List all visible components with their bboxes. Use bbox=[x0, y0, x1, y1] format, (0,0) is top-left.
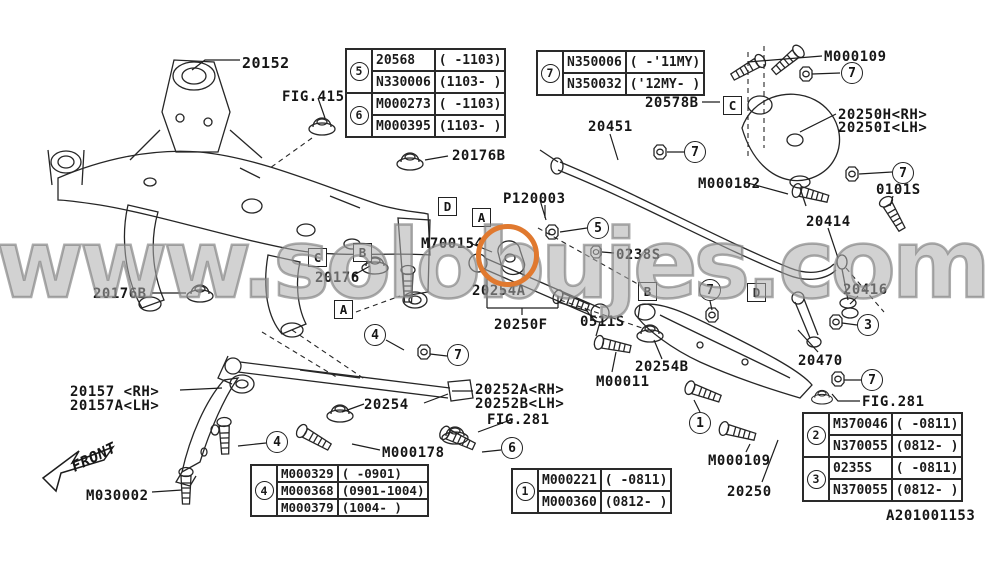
part-label-0511s: 0511S bbox=[580, 314, 625, 330]
callout-6: 6 bbox=[349, 105, 369, 125]
part-label-20252a: 20252A<RH> bbox=[475, 382, 565, 398]
date-range-cell: ( -'11MY) bbox=[624, 50, 706, 74]
part-label-20176: 20176 bbox=[315, 270, 360, 286]
part-label-p120003: P120003 bbox=[503, 191, 566, 207]
part-label-m000182: M000182 bbox=[698, 176, 761, 192]
callout-2: 2 bbox=[806, 425, 826, 445]
part-number-cell: M000221 bbox=[537, 468, 602, 492]
part-label-20157a: 20157A<LH> bbox=[70, 398, 160, 414]
date-range-cell: (1004- ) bbox=[336, 498, 430, 517]
ref-box-D: D bbox=[747, 283, 766, 302]
part-label-m000109-top: M000109 bbox=[824, 49, 887, 65]
part-label-20254a: 20254A bbox=[472, 283, 526, 299]
part-number-cell: M000368 bbox=[276, 481, 339, 500]
callout-7: 7 bbox=[684, 141, 706, 163]
date-range-cell: ( -1103) bbox=[433, 48, 507, 72]
part-label-20250i: 20250I<LH> bbox=[838, 120, 928, 136]
part-label-20470: 20470 bbox=[798, 353, 843, 369]
callout-5: 5 bbox=[587, 217, 609, 239]
part-label-0101s: 0101S bbox=[876, 182, 921, 198]
callout-4: 4 bbox=[254, 481, 274, 500]
parts-table-1: 1 M000221 ( -0811) M000360 (0812- ) bbox=[511, 468, 673, 514]
ref-box-A: A bbox=[472, 208, 491, 227]
callout-1: 1 bbox=[515, 481, 535, 501]
figure-ref-281-right: FIG.281 bbox=[862, 394, 925, 410]
part-label-20451: 20451 bbox=[588, 119, 633, 135]
part-label-20152: 20152 bbox=[242, 54, 290, 72]
parts-table-7: 7 N350006 ( -'11MY) N350032 ('12MY- ) bbox=[536, 50, 706, 96]
ref-box-B: B bbox=[353, 243, 372, 262]
part-label-20250h: 20250H<RH> bbox=[838, 107, 928, 123]
part-number-cell: M000329 bbox=[276, 464, 339, 483]
ref-box-A: A bbox=[334, 300, 353, 319]
callout-7: 7 bbox=[699, 279, 721, 301]
part-label-0238s: 0238S bbox=[616, 247, 661, 263]
date-range-cell: ( -0901) bbox=[336, 464, 430, 483]
parts-table-5-6: 5 20568 ( -1103) N330006 (1103- ) 6 M000… bbox=[345, 48, 507, 138]
part-label-m000178: M000178 bbox=[382, 445, 445, 461]
part-number-cell: N330006 bbox=[371, 70, 436, 94]
callout-7: 7 bbox=[841, 62, 863, 84]
date-range-cell: ( -0811) bbox=[599, 468, 673, 492]
part-label-m030002: M030002 bbox=[86, 488, 149, 504]
part-number-cell: 20568 bbox=[371, 48, 436, 72]
part-number-cell: M000395 bbox=[371, 114, 436, 138]
callout-3: 3 bbox=[857, 314, 879, 336]
date-range-cell: ( -1103) bbox=[433, 92, 507, 116]
date-range-cell: (0812- ) bbox=[890, 434, 964, 458]
ref-box-C: C bbox=[308, 248, 327, 267]
callout-7: 7 bbox=[861, 369, 883, 391]
part-number-cell: N350032 bbox=[562, 72, 627, 96]
date-range-cell: (0901-1004) bbox=[336, 481, 430, 500]
callout-4: 4 bbox=[266, 431, 288, 453]
callout-5: 5 bbox=[349, 61, 369, 81]
part-number-cell: N370055 bbox=[828, 478, 893, 502]
part-label-20254b: 20254B bbox=[635, 359, 689, 375]
part-number-cell: 0235S bbox=[828, 456, 893, 480]
part-label-20416: 20416 bbox=[843, 282, 888, 298]
ref-box-B: B bbox=[638, 282, 657, 301]
date-range-cell: (1103- ) bbox=[433, 114, 507, 138]
date-range-cell: ( -0811) bbox=[890, 456, 964, 480]
part-label-20414: 20414 bbox=[806, 214, 851, 230]
part-label-m700154: M700154 bbox=[421, 236, 484, 252]
part-label-20252b: 20252B<LH> bbox=[475, 396, 565, 412]
part-label-20578b: 20578B bbox=[645, 95, 699, 111]
figure-ref-281-center: FIG.281 bbox=[487, 412, 550, 428]
part-number-cell: N370055 bbox=[828, 434, 893, 458]
callout-7: 7 bbox=[540, 63, 560, 83]
part-number-cell: M000360 bbox=[537, 490, 602, 514]
date-range-cell: ( -0811) bbox=[890, 412, 964, 436]
part-number-cell: M000379 bbox=[276, 498, 339, 517]
part-label-20157: 20157 <RH> bbox=[70, 384, 160, 400]
part-label-m000109-bottom: M000109 bbox=[708, 453, 771, 469]
callout-3: 3 bbox=[806, 469, 826, 489]
callout-1: 1 bbox=[689, 412, 711, 434]
diagram-code: A201001153 bbox=[886, 508, 976, 524]
part-label-20176b-top: 20176B bbox=[452, 148, 506, 164]
date-range-cell: (1103- ) bbox=[433, 70, 507, 94]
parts-table-2-3: 2 M370046 ( -0811) N370055 (0812- ) 3 02… bbox=[802, 412, 964, 502]
ref-box-D: D bbox=[438, 197, 457, 216]
highlight-circle bbox=[476, 224, 539, 287]
callout-6: 6 bbox=[501, 437, 523, 459]
front-arrow bbox=[41, 445, 116, 493]
part-label-m00011: M00011 bbox=[596, 374, 650, 390]
part-label-20250: 20250 bbox=[727, 484, 772, 500]
part-number-cell: M370046 bbox=[828, 412, 893, 436]
date-range-cell: (0812- ) bbox=[599, 490, 673, 514]
figure-ref-415: FIG.415 bbox=[282, 89, 345, 105]
part-label-20176b-left: 20176B bbox=[93, 286, 147, 302]
callout-7: 7 bbox=[892, 162, 914, 184]
callout-7: 7 bbox=[447, 344, 469, 366]
date-range-cell: (0812- ) bbox=[890, 478, 964, 502]
date-range-cell: ('12MY- ) bbox=[624, 72, 706, 96]
callout-4: 4 bbox=[364, 324, 386, 346]
part-label-20254: 20254 bbox=[364, 397, 409, 413]
ref-box-C: C bbox=[723, 96, 742, 115]
part-number-cell: N350006 bbox=[562, 50, 627, 74]
part-label-20250f: 20250F bbox=[494, 317, 548, 333]
parts-table-4: 4 M000329 ( -0901) M000368 (0901-1004) M… bbox=[250, 464, 430, 517]
part-number-cell: M000273 bbox=[371, 92, 436, 116]
